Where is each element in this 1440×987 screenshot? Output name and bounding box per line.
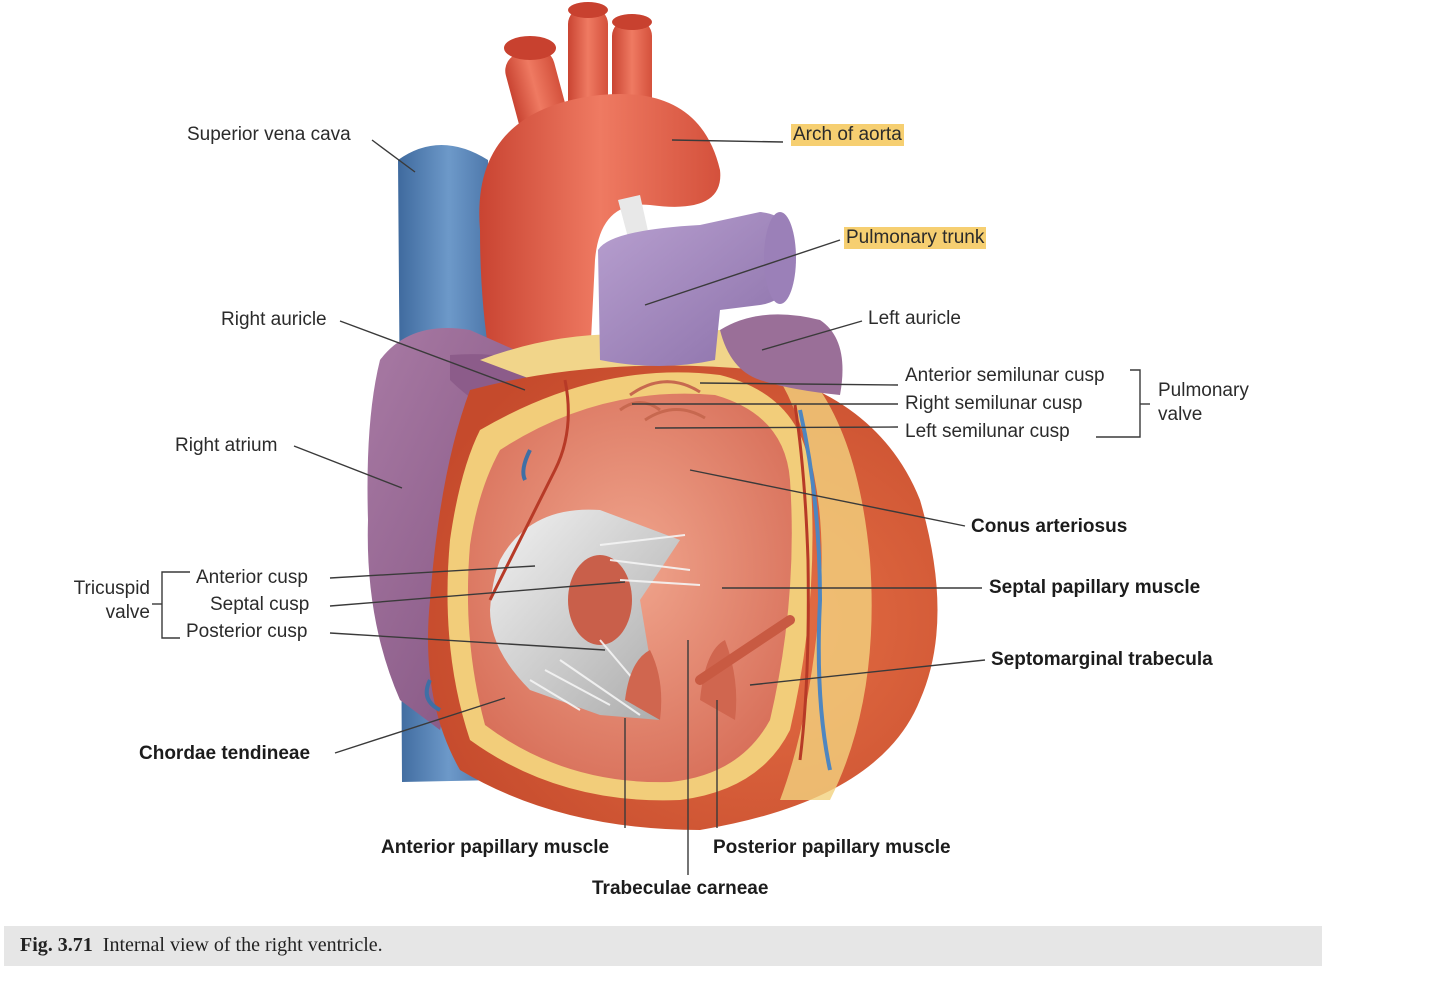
figure-caption: Fig. 3.71 Internal view of the right vent… <box>20 934 383 957</box>
leader-posterior-cusp <box>329 632 606 651</box>
leader-anterior-semilunar-cusp <box>699 382 899 386</box>
label-conus-arteriosus: Conus arteriosus <box>971 516 1128 537</box>
leader-septomarginal-trabecula <box>749 659 986 686</box>
label-septal-papillary-muscle: Septal papillary muscle <box>989 577 1201 598</box>
figure-number: Fig. 3.71 <box>20 934 93 956</box>
leader-septal-cusp <box>329 581 626 607</box>
label-superior-vena-cava: Superior vena cava <box>187 124 351 145</box>
leader-pulmonary-trunk <box>644 239 841 306</box>
figure-caption-bar: Fig. 3.71 Internal view of the right vent… <box>4 926 1322 966</box>
label-anterior-cusp: Anterior cusp <box>196 567 308 588</box>
leader-left-auricle <box>761 320 863 351</box>
label-right-auricle: Right auricle <box>221 309 327 330</box>
arch-of-aorta-shape <box>479 93 721 361</box>
tricuspid-valve-bracket <box>161 571 190 639</box>
leader-left-semilunar-cusp <box>654 426 899 429</box>
label-tricuspid-valve: Tricuspid valve <box>56 577 150 625</box>
label-tricuspid-valve-line1: Tricuspid <box>73 578 150 599</box>
label-right-semilunar-cusp: Right semilunar cusp <box>905 393 1083 414</box>
label-arch-of-aorta: Arch of aorta <box>791 124 904 146</box>
label-right-atrium: Right atrium <box>175 435 278 456</box>
figure-caption-text: Internal view of the right ventricle. <box>102 934 383 956</box>
leader-chordae-tendineae <box>334 697 506 754</box>
aortic-branch-2 <box>568 8 608 118</box>
pulmonary-trunk-shape <box>598 212 795 366</box>
leader-arch-of-aorta <box>671 139 784 143</box>
label-anterior-papillary-muscle: Anterior papillary muscle <box>381 837 610 858</box>
label-pulmonary-valve-line2: valve <box>1158 404 1203 425</box>
label-left-semilunar-cusp: Left semilunar cusp <box>905 421 1070 442</box>
leader-conus-arteriosus <box>689 469 966 527</box>
leader-right-auricle <box>339 320 526 391</box>
label-posterior-cusp: Posterior cusp <box>186 621 308 642</box>
label-septal-cusp: Septal cusp <box>210 594 310 615</box>
label-trabeculae-carneae: Trabeculae carneae <box>592 878 769 899</box>
label-chordae-tendineae: Chordae tendineae <box>139 743 311 764</box>
label-pulmonary-trunk: Pulmonary trunk <box>844 227 987 249</box>
label-anterior-semilunar-cusp: Anterior semilunar cusp <box>905 365 1105 386</box>
left-auricle-shape <box>720 314 843 395</box>
leader-superior-vena-cava <box>371 139 416 173</box>
label-left-auricle: Left auricle <box>868 308 961 329</box>
leader-right-atrium <box>293 445 403 489</box>
label-pulmonary-valve-line1: Pulmonary <box>1158 380 1249 401</box>
leader-anterior-cusp <box>329 565 536 579</box>
label-septomarginal-trabecula: Septomarginal trabecula <box>991 649 1213 670</box>
label-tricuspid-valve-line2: valve <box>105 602 150 623</box>
label-posterior-papillary-muscle: Posterior papillary muscle <box>713 837 951 858</box>
label-pulmonary-valve: Pulmonary valve <box>1158 379 1249 427</box>
